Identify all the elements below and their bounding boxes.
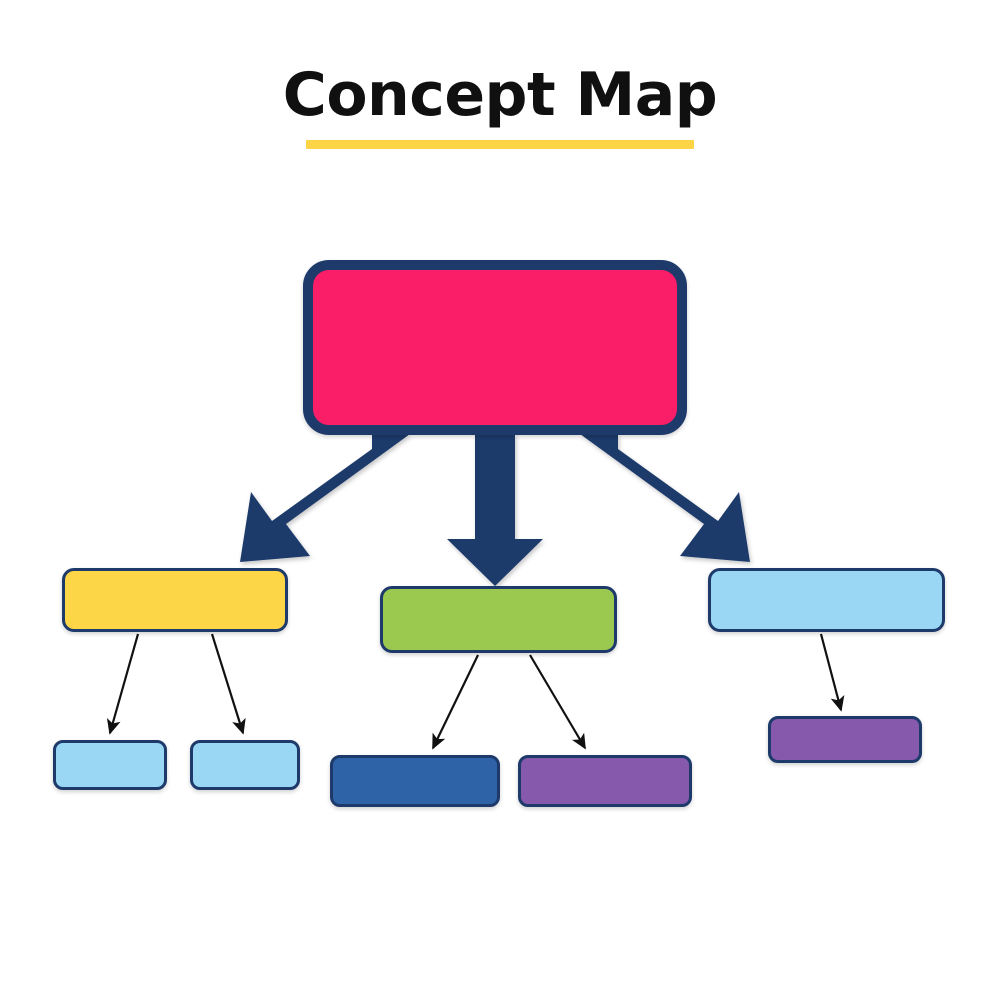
connector-branch-left-to-leaf-1 bbox=[106, 633, 140, 735]
connector-root-to-branch-left bbox=[240, 434, 410, 562]
page-title: Concept Map bbox=[0, 62, 1000, 149]
node-branch-center[interactable] bbox=[380, 586, 617, 653]
connector-branch-center-to-leaf-4 bbox=[529, 654, 586, 750]
title-underline-rule bbox=[306, 140, 694, 149]
node-branch-right-label bbox=[711, 571, 942, 629]
connector-branch-left-to-leaf-2 bbox=[210, 633, 246, 735]
connector-branch-center-to-leaf-3 bbox=[432, 654, 479, 750]
node-leaf-4[interactable] bbox=[518, 755, 692, 807]
node-root[interactable] bbox=[303, 260, 687, 435]
node-leaf-1[interactable] bbox=[53, 740, 167, 790]
connector-branch-right-to-leaf-5 bbox=[819, 633, 845, 712]
node-leaf-3-label bbox=[333, 758, 497, 804]
node-leaf-5-label bbox=[771, 719, 919, 760]
node-leaf-2-label bbox=[193, 743, 297, 787]
node-root-label bbox=[313, 270, 677, 425]
page-title-text: Concept Map bbox=[282, 60, 718, 130]
connector-root-to-branch-center bbox=[447, 434, 543, 586]
node-branch-center-label bbox=[383, 589, 614, 650]
node-leaf-1-label bbox=[56, 743, 164, 787]
node-leaf-4-label bbox=[521, 758, 689, 804]
node-leaf-3[interactable] bbox=[330, 755, 500, 807]
node-branch-left[interactable] bbox=[62, 568, 288, 632]
node-leaf-2[interactable] bbox=[190, 740, 300, 790]
node-branch-left-label bbox=[65, 571, 285, 629]
node-leaf-5[interactable] bbox=[768, 716, 922, 763]
node-branch-right[interactable] bbox=[708, 568, 945, 632]
connector-root-to-branch-right bbox=[580, 434, 750, 562]
